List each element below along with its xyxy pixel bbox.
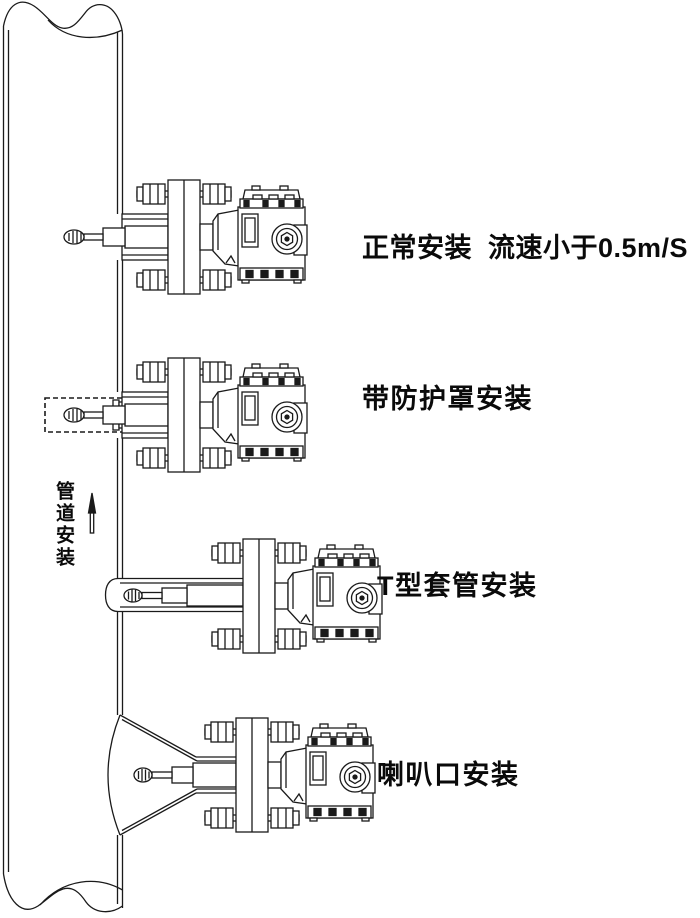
flow-direction-arrow-icon [87, 492, 97, 534]
probe-covered [63, 391, 169, 439]
pipe-break-top [2, 1, 124, 39]
installation-label-bell-mouth: 喇叭口安装 [377, 760, 520, 790]
bell-mouth-funnel [107, 714, 236, 836]
pipe-orientation-label: 管道安装 [53, 481, 74, 569]
assembly-normal [63, 179, 308, 295]
probe-bell-mouth [133, 762, 237, 788]
assembly-protective-cover [44, 357, 308, 473]
probe-normal [63, 213, 169, 261]
installation-label-normal: 正常安装 流速小于0.5m/S [362, 233, 689, 263]
assembly-bell-mouth [107, 714, 376, 836]
diagram-linework [2, 1, 383, 913]
installation-label-t-sleeve: T型套管安装 [377, 571, 538, 601]
assembly-t-sleeve [104, 538, 383, 654]
pipe [2, 1, 124, 913]
pipe-break-bottom [2, 873, 123, 913]
installation-label-protective-cover: 带防护罩安装 [362, 384, 533, 414]
